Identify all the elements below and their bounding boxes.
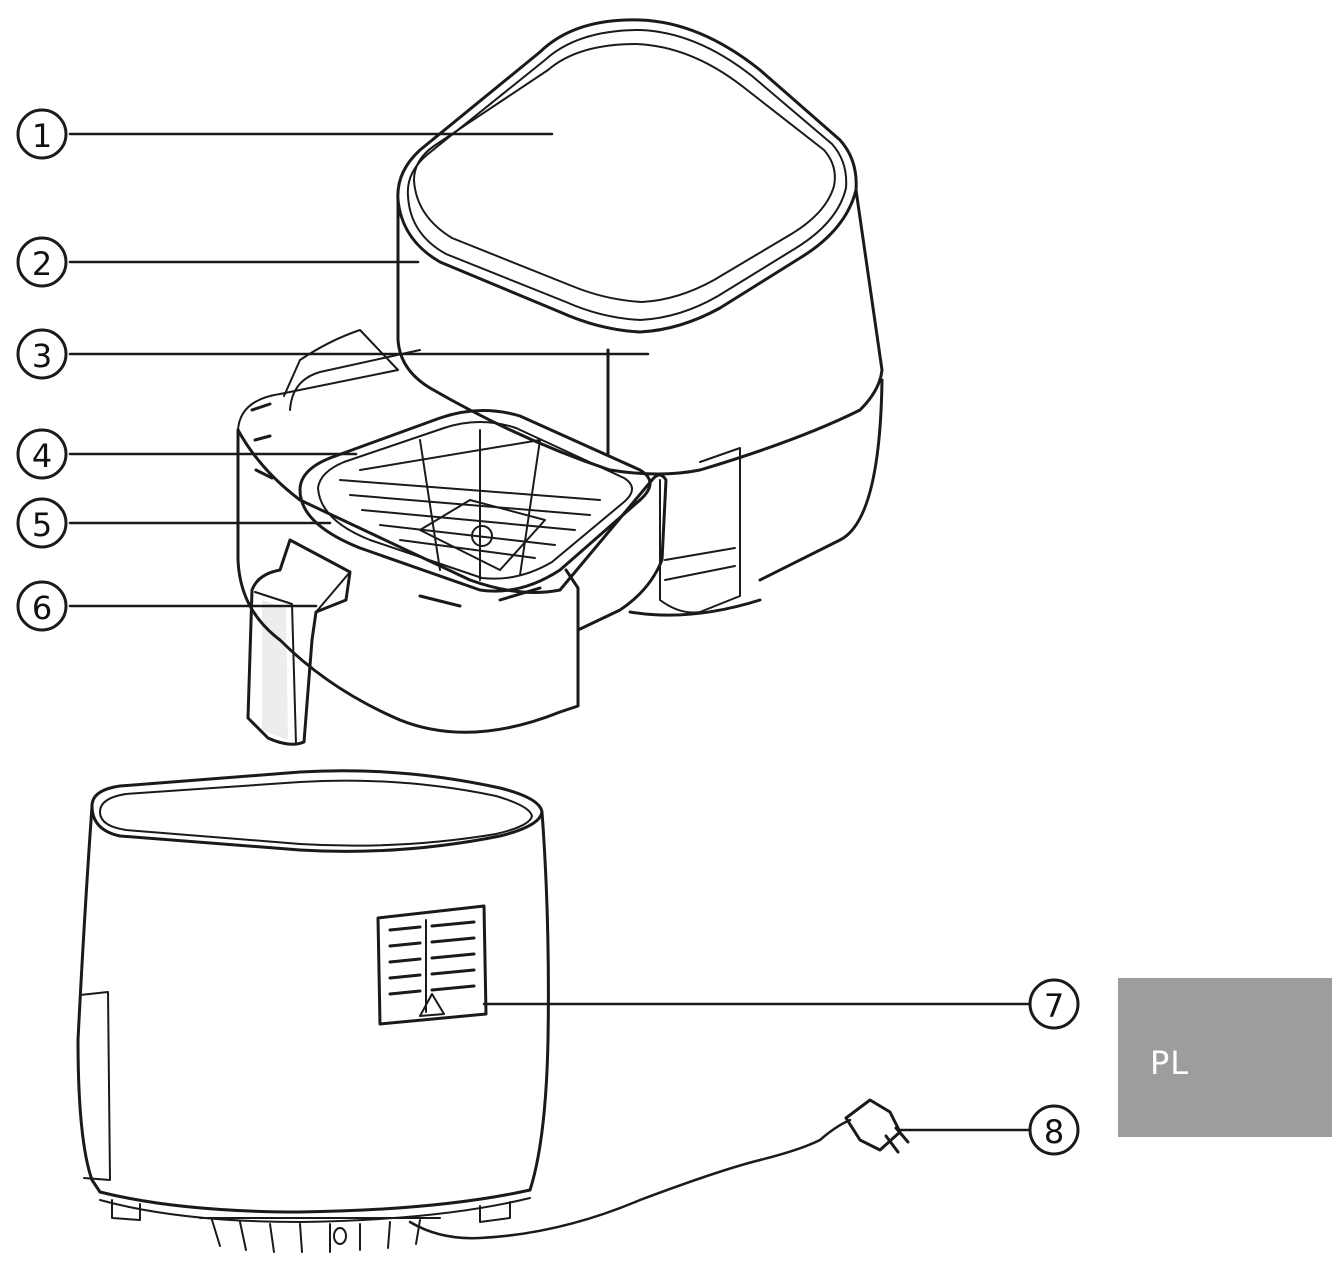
callout-number-4: 4 — [32, 437, 52, 475]
leader-lines — [68, 132, 1030, 1132]
callout-circle-5 — [16, 497, 68, 549]
power-cord-drawing — [408, 1098, 910, 1240]
language-tab: PL — [1118, 978, 1332, 1137]
callout-number-3: 3 — [32, 337, 52, 375]
callout-circle-1 — [16, 108, 68, 160]
callout-circle-8 — [1028, 1104, 1080, 1156]
callout-number-7: 7 — [1044, 987, 1064, 1025]
callout-number-5: 5 — [32, 506, 52, 544]
callout-number-2: 2 — [32, 245, 52, 283]
callout-number-8: 8 — [1044, 1113, 1064, 1151]
callout-number-6: 6 — [32, 589, 52, 627]
callout-circle-6 — [16, 580, 68, 632]
callout-circle-7 — [1028, 978, 1080, 1030]
callout-circle-3 — [16, 328, 68, 380]
callout-number-1: 1 — [32, 117, 52, 155]
callout-circle-2 — [16, 236, 68, 288]
callout-circle-4 — [16, 428, 68, 480]
language-tab-label: PL — [1150, 1044, 1190, 1082]
fryer-lower-drawing — [76, 769, 550, 1253]
fryer-upper-drawing — [236, 18, 884, 746]
